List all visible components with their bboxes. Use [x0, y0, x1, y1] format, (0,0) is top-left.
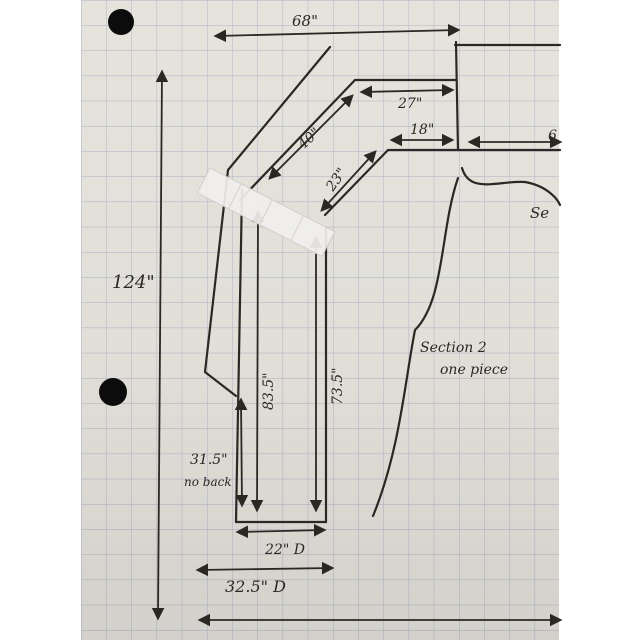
- punch-hole-icon: [108, 9, 134, 35]
- paper-shade: [81, 0, 559, 640]
- no-back-note: no back: [184, 475, 232, 489]
- inner-arm-label: 18": [410, 122, 434, 138]
- top-width-arrow: [213, 23, 461, 43]
- upper-arm-arrow: [359, 83, 455, 99]
- section-two-brace: [371, 176, 460, 518]
- seat-depth-label: 22" D: [264, 542, 305, 558]
- overall-depth-label: 32.5" D: [225, 577, 286, 596]
- diagonal-outer-arrow: [268, 94, 354, 180]
- punch-hole-icon: [99, 378, 127, 406]
- right-leg-height-label: 73.5": [330, 367, 346, 405]
- section-two-label-line2: one piece: [440, 362, 508, 378]
- tape-strip: [196, 167, 336, 258]
- seat-depth-arrow: [235, 523, 327, 539]
- section-one-brace: [460, 166, 562, 207]
- no-back-arrow: [234, 397, 249, 508]
- corner-vertical-divider: [454, 40, 460, 152]
- left-leg-height-arrow: [250, 209, 265, 513]
- section-one-label: Se: [530, 204, 549, 222]
- top-width-label: 68": [292, 12, 318, 30]
- height-total-arrow: [151, 69, 169, 621]
- section-two-label-line1: Section 2: [420, 340, 487, 356]
- no-back-height-label: 31.5": [190, 452, 228, 468]
- upper-arm-label: 27": [397, 96, 422, 112]
- overall-depth-arrow: [195, 561, 335, 577]
- height-total-label: 124": [112, 272, 155, 293]
- arm-cut-off-label: 6: [548, 128, 557, 144]
- left-leg-height-label: 83.5": [261, 372, 277, 410]
- diagonal-inner-arrow: [320, 150, 377, 212]
